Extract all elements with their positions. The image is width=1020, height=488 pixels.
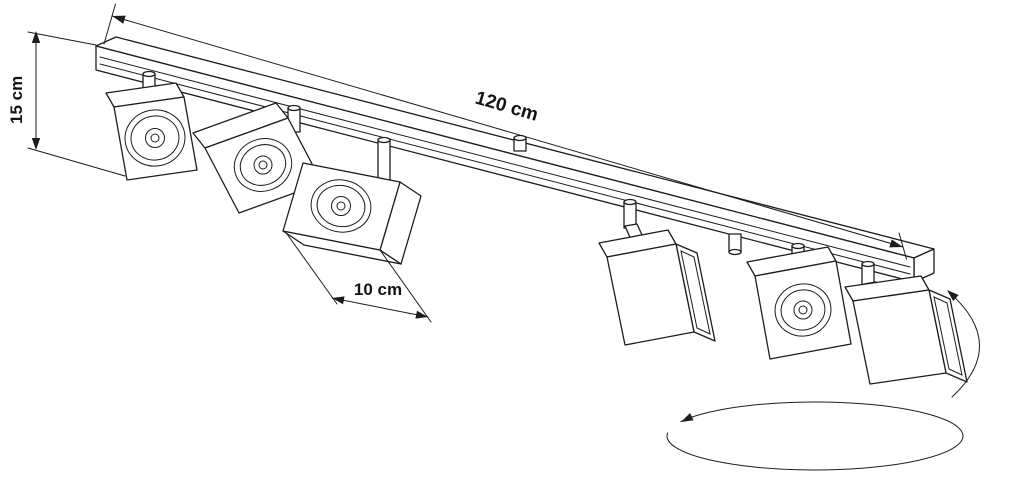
lens-center [145,128,165,148]
width-dimension-label: 10 cm [354,280,402,299]
lens-inner-ring [239,144,287,186]
lens-outer-ring [310,179,372,233]
extension-line [27,31,97,46]
stem-cap [287,104,301,112]
spot-front-face [606,243,695,346]
length-dimension-label: 120 cm [473,88,541,126]
extension-line [286,233,338,305]
arc-rotation-arrow [949,292,980,398]
extension-line [379,249,432,323]
arrowhead [112,15,126,24]
lens-dot [798,305,808,315]
lens-inner-ring [316,184,366,228]
lens-center [253,155,273,175]
spot-front-face [754,260,852,360]
spotlight-5 [746,246,852,360]
stem-cap [377,136,391,144]
stem-cap [791,242,805,250]
spot-opening-rim [933,296,963,376]
dimension-line [111,15,904,248]
spotlight-2 [192,102,323,214]
lens-dot [336,201,346,211]
extension-line [898,232,907,260]
dimension-width: 10 cm [286,233,432,323]
lens-rings [124,109,186,167]
rotation-arrow-horizontal [666,401,964,471]
spot-opening-rim [680,250,711,335]
arrowhead [31,31,41,43]
lens-dot [258,160,268,170]
lens-inner-ring [130,115,180,161]
rotation-arrow-vertical [947,290,980,398]
dimension-height: 15 cm [7,31,126,177]
arrowhead [332,296,345,305]
clip-cap [513,134,527,142]
spotlight-6 [844,275,968,385]
lens-center [331,196,351,216]
rail-groove-line [99,63,911,275]
lens-dot [150,133,160,143]
lens-center [793,300,813,320]
rail-clip [728,233,742,256]
lens-rings [774,283,832,337]
stem-cap [142,70,156,78]
stem-cap [623,198,637,206]
rail-groove-line [99,56,911,268]
mount-stem-3 [377,136,391,181]
height-dimension-label: 15 cm [7,76,26,124]
arrowhead [31,138,41,150]
extension-line [27,147,126,177]
ellipse-rotation-arrow [666,401,964,471]
spotlight-4 [598,229,716,346]
lens-outer-ring [774,283,832,337]
spotlight-3 [282,162,422,265]
arrowhead [415,310,428,319]
rail-clip [513,134,527,152]
dimension-line [331,297,429,318]
spotlight-1 [105,82,198,181]
stem-cylinder [377,139,391,181]
stem-cap [861,260,875,268]
clip-cap [728,248,742,256]
lens-rings [310,179,372,233]
arrowhead [889,239,903,248]
lens-outer-ring [124,109,186,167]
lens-outer-ring [233,138,293,192]
arrowhead [681,413,694,422]
extension-line [103,3,116,45]
spot-front-face [852,289,947,385]
lens-rings [233,138,293,192]
arrowhead [947,290,959,301]
lens-inner-ring [780,289,826,331]
